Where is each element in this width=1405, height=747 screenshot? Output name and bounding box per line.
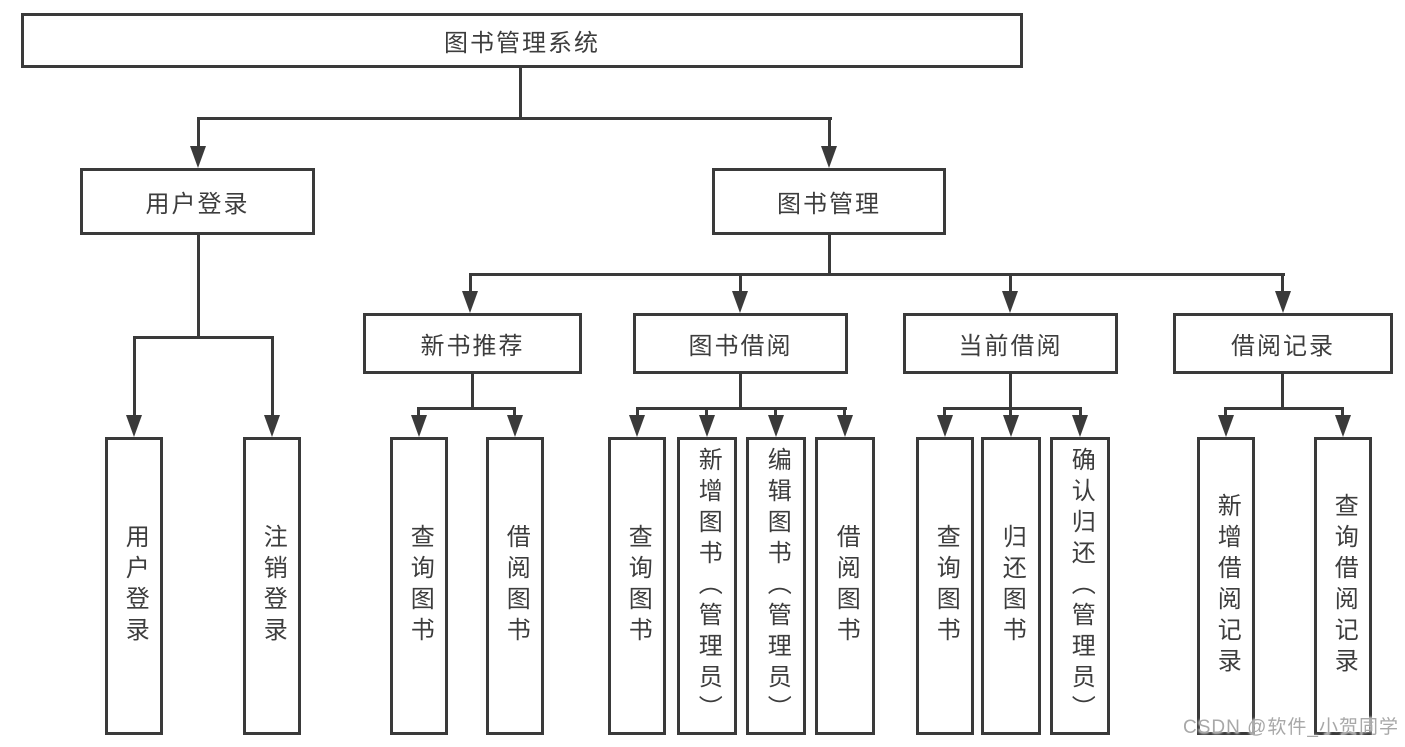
leaf-query-book-current-label: 查询图书: [932, 524, 960, 648]
connector-line: [828, 117, 831, 148]
connector-line: [469, 273, 1285, 276]
arrowhead-down-icon: [768, 415, 784, 437]
node-book-management: 图书管理: [712, 168, 946, 235]
node-user-login-label: 用户登录: [145, 191, 250, 218]
arrowhead-down-icon: [732, 291, 748, 313]
csdn-watermark: CSDN @软件_小贺同学: [1183, 717, 1399, 738]
connector-line: [1341, 407, 1344, 417]
connector-line: [739, 273, 742, 293]
leaf-add-book-admin: 新增图书（管理员）: [677, 437, 737, 735]
connector-line: [1009, 374, 1012, 407]
node-current-borrow: 当前借阅: [903, 313, 1118, 374]
connector-line: [469, 273, 472, 293]
arrowhead-down-icon: [837, 415, 853, 437]
node-borrow-records-label: 借阅记录: [1231, 333, 1335, 360]
connector-line: [705, 407, 708, 417]
arrowhead-down-icon: [462, 291, 478, 313]
arrowhead-down-icon: [1072, 415, 1088, 437]
connector-line: [513, 407, 516, 417]
node-root-label: 图书管理系统: [444, 30, 600, 57]
node-new-book-recommend: 新书推荐: [363, 313, 582, 374]
arrowhead-down-icon: [1218, 415, 1234, 437]
connector-line: [471, 374, 474, 407]
arrowhead-down-icon: [264, 415, 280, 437]
connector-line: [1009, 407, 1012, 417]
connector-line: [417, 407, 420, 417]
leaf-logout-login-label: 注销登录: [259, 524, 287, 648]
connector-line: [197, 117, 832, 120]
connector-line: [1224, 407, 1344, 410]
connector-line: [1009, 273, 1012, 293]
connector-line: [519, 68, 522, 117]
connector-line: [943, 407, 1082, 410]
arrowhead-down-icon: [190, 146, 206, 168]
connector-line: [636, 407, 847, 410]
arrowhead-down-icon: [937, 415, 953, 437]
connector-line: [1281, 273, 1284, 293]
arrowhead-down-icon: [821, 146, 837, 168]
node-user-login: 用户登录: [80, 168, 315, 235]
node-book-borrow: 图书借阅: [633, 313, 848, 374]
leaf-query-book-recommend: 查询图书: [390, 437, 448, 735]
leaf-add-book-admin-label: 新增图书（管理员）: [694, 446, 722, 726]
leaf-borrow-book-recommend-label: 借阅图书: [502, 524, 530, 648]
connector-line: [133, 336, 274, 339]
arrowhead-down-icon: [1335, 415, 1351, 437]
connector-line: [133, 336, 136, 417]
arrowhead-down-icon: [126, 415, 142, 437]
connector-line: [1281, 374, 1284, 407]
leaf-return-book-label: 归还图书: [998, 524, 1026, 648]
leaf-query-book-current: 查询图书: [916, 437, 974, 735]
connector-line: [739, 374, 742, 407]
leaf-add-borrow-record: 新增借阅记录: [1197, 437, 1255, 735]
leaf-edit-book-admin: 编辑图书（管理员）: [746, 437, 806, 735]
arrowhead-down-icon: [1003, 415, 1019, 437]
connector-line: [943, 407, 946, 417]
arrowhead-down-icon: [699, 415, 715, 437]
leaf-user-login-label: 用户登录: [121, 524, 149, 648]
arrowhead-down-icon: [411, 415, 427, 437]
connector-line: [197, 117, 200, 148]
leaf-borrow-book: 借阅图书: [815, 437, 875, 735]
arrowhead-down-icon: [1002, 291, 1018, 313]
leaf-query-borrow-record-label: 查询借阅记录: [1330, 493, 1358, 679]
connector-line: [417, 407, 516, 410]
node-root: 图书管理系统: [21, 13, 1023, 68]
leaf-confirm-return-admin: 确认归还（管理员）: [1050, 437, 1110, 735]
leaf-query-book-borrow-label: 查询图书: [624, 524, 652, 648]
leaf-borrow-book-label: 借阅图书: [832, 524, 860, 648]
leaf-borrow-book-recommend: 借阅图书: [486, 437, 544, 735]
connector-line: [197, 235, 200, 336]
arrowhead-down-icon: [507, 415, 523, 437]
node-new-book-recommend-label: 新书推荐: [420, 333, 525, 360]
leaf-query-book-recommend-label: 查询图书: [406, 524, 434, 648]
connector-line: [271, 336, 274, 417]
connector-line: [774, 407, 777, 417]
connector-line: [1224, 407, 1227, 417]
leaf-add-borrow-record-label: 新增借阅记录: [1213, 493, 1241, 679]
node-book-borrow-label: 图书借阅: [688, 333, 793, 360]
leaf-query-book-borrow: 查询图书: [608, 437, 666, 735]
leaf-user-login: 用户登录: [105, 437, 163, 735]
leaf-confirm-return-admin-label: 确认归还（管理员）: [1067, 446, 1095, 726]
node-borrow-records: 借阅记录: [1173, 313, 1393, 374]
connector-line: [1079, 407, 1082, 417]
leaf-query-borrow-record: 查询借阅记录: [1314, 437, 1372, 735]
connector-line: [828, 235, 831, 273]
connector-line: [843, 407, 846, 417]
leaf-logout-login: 注销登录: [243, 437, 301, 735]
arrowhead-down-icon: [629, 415, 645, 437]
leaf-return-book: 归还图书: [981, 437, 1041, 735]
node-book-management-label: 图书管理: [777, 191, 881, 218]
connector-line: [636, 407, 639, 417]
node-current-borrow-label: 当前借阅: [958, 333, 1063, 360]
arrowhead-down-icon: [1275, 291, 1291, 313]
leaf-edit-book-admin-label: 编辑图书（管理员）: [763, 446, 791, 726]
